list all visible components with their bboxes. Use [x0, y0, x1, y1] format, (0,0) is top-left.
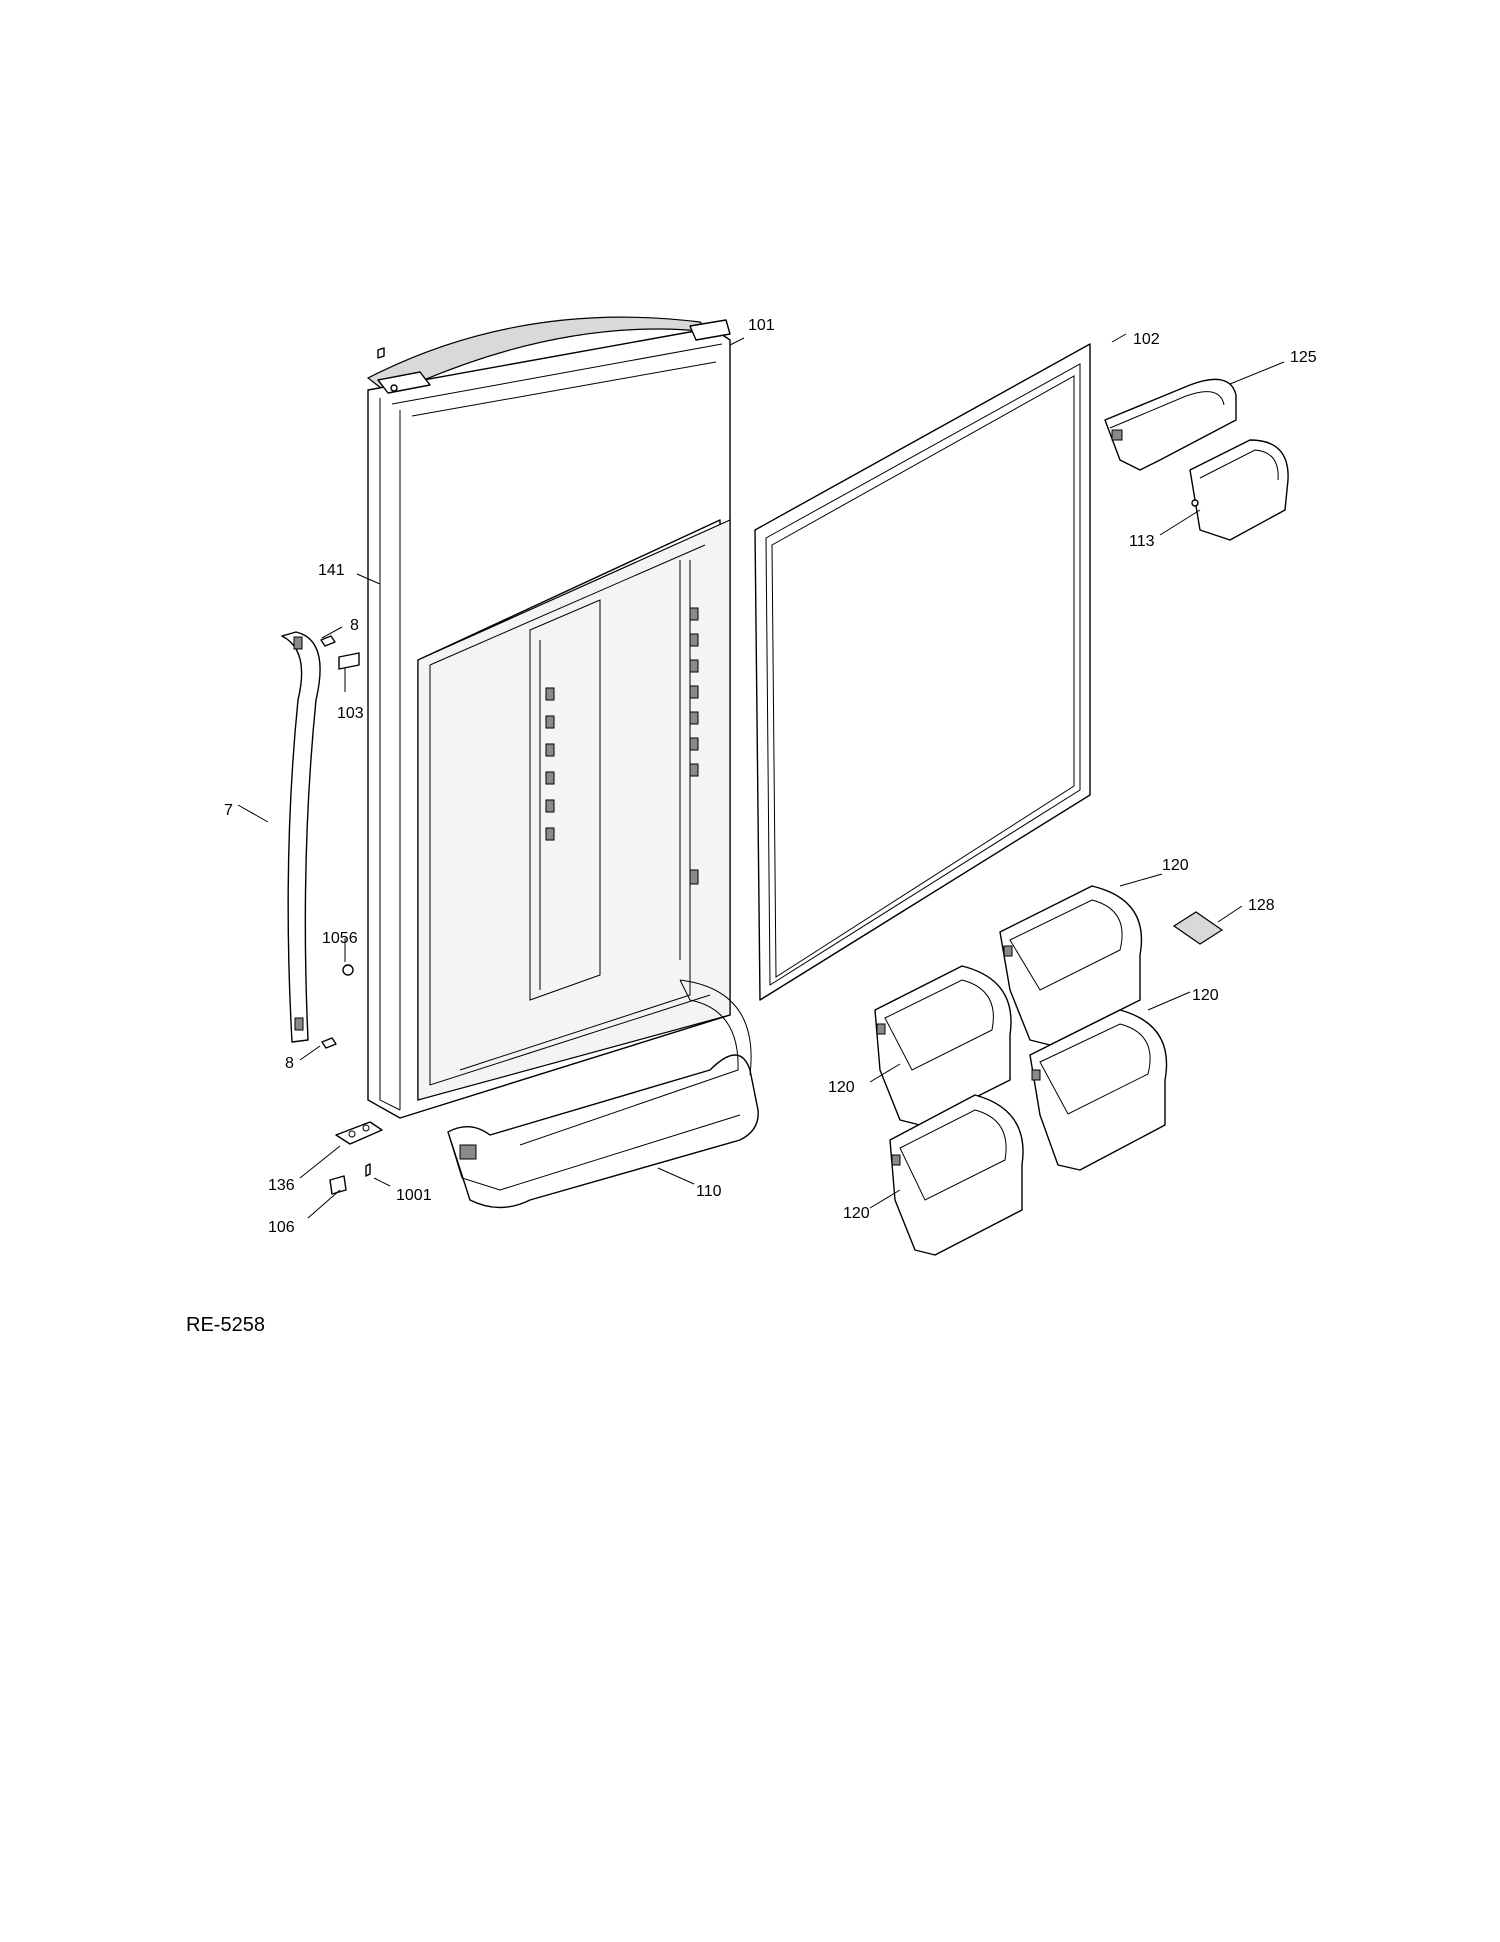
diagram-reference-code: RE-5258 — [186, 1314, 265, 1336]
callout-1056: 1056 — [322, 930, 358, 947]
door-assembly — [366, 316, 731, 1119]
callout-120-b: 120 — [1192, 987, 1219, 1004]
callout-120-d: 120 — [843, 1205, 870, 1222]
dairy-bin — [1104, 378, 1237, 471]
callout-7: 7 — [224, 802, 233, 819]
door-handle — [281, 631, 321, 1043]
dairy-bin-cover — [1189, 439, 1289, 541]
callout-106: 106 — [268, 1219, 295, 1236]
callout-120-a: 120 — [1162, 857, 1189, 874]
callout-1001: 1001 — [396, 1187, 432, 1204]
callout-8-top: 8 — [350, 617, 359, 634]
small-parts — [320, 347, 385, 1195]
callout-125: 125 — [1290, 349, 1317, 366]
callout-136: 136 — [268, 1177, 295, 1194]
callout-120-c: 120 — [828, 1079, 855, 1096]
bottom-tray — [447, 979, 759, 1209]
callout-102: 102 — [1133, 331, 1160, 348]
callout-110: 110 — [696, 1183, 722, 1200]
door-gasket — [754, 343, 1091, 1001]
door-bin-3 — [1029, 1009, 1168, 1171]
callout-141: 141 — [318, 562, 345, 579]
callout-103: 103 — [337, 705, 364, 722]
callout-101: 101 — [748, 317, 775, 334]
bin-clip — [1172, 911, 1224, 945]
callout-113: 113 — [1129, 533, 1155, 550]
shelf-clips-left — [545, 687, 555, 841]
callout-labels: 102 125 101 113 141 8 103 7 1056 8 120 1… — [224, 317, 1317, 1236]
shelf-clips-right — [689, 607, 699, 885]
callout-8-bottom: 8 — [285, 1055, 294, 1072]
leader-lines — [237, 333, 1285, 1219]
callout-128: 128 — [1248, 897, 1275, 914]
door-bin-4 — [889, 1094, 1024, 1256]
